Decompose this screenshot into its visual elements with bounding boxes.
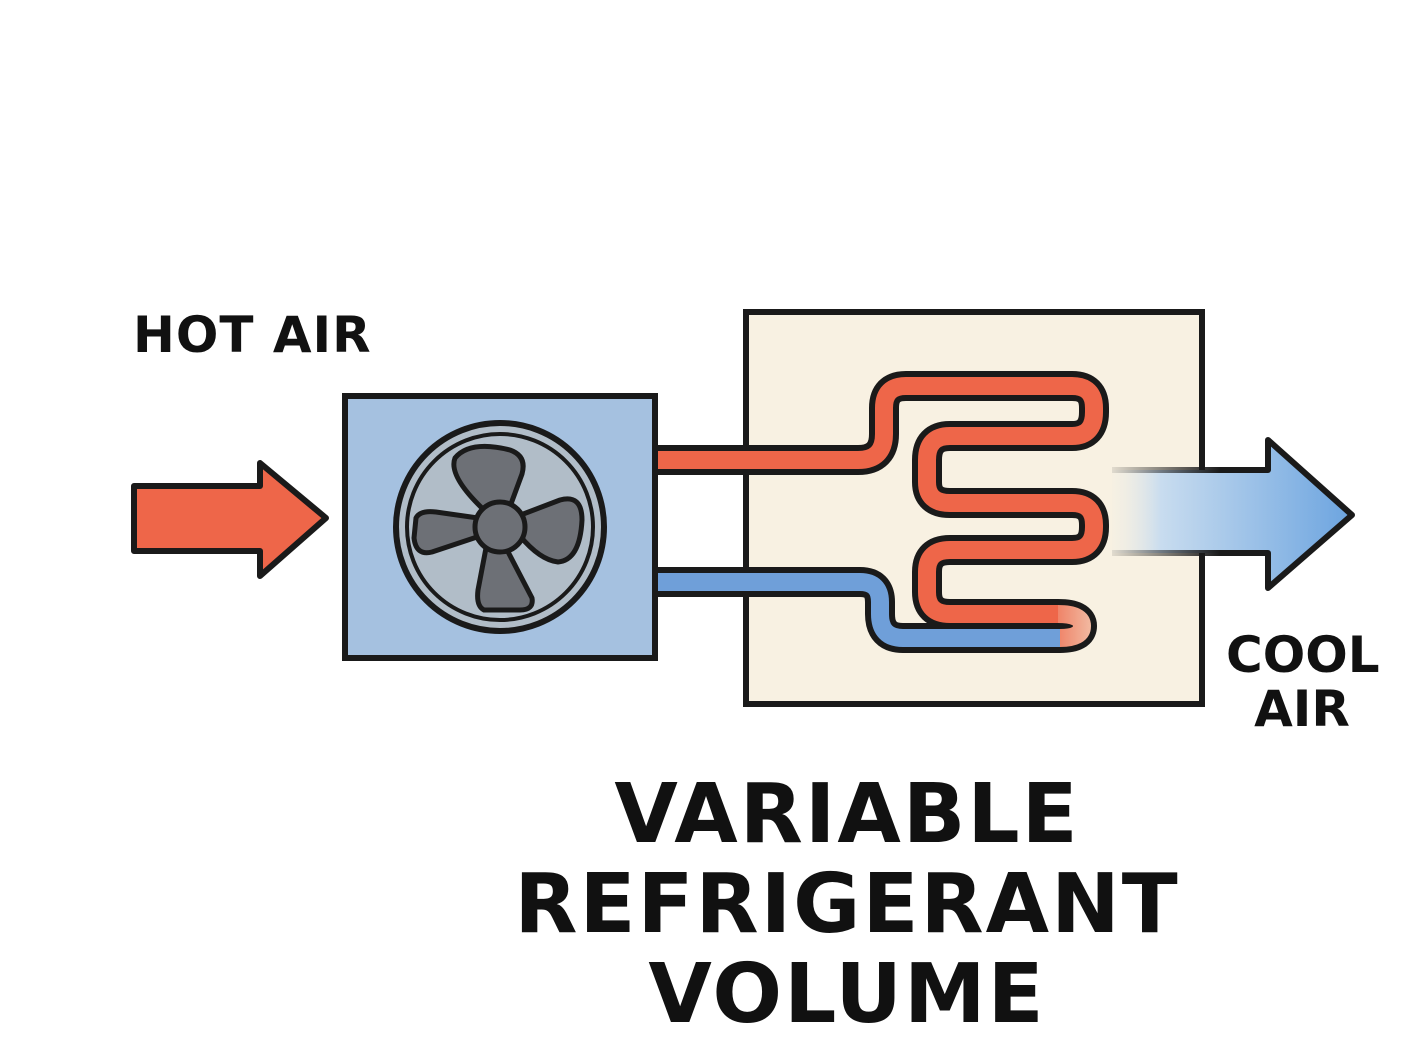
diagram-title: VARIABLE REFRIGERANT VOLUME	[340, 770, 1354, 1040]
cool-air-label-line1: COOL	[1226, 626, 1380, 684]
hot-air-label: HOT AIR	[133, 306, 372, 364]
cool-air-label-line2: AIR	[1254, 680, 1350, 738]
cool-air-arrow	[1112, 437, 1355, 591]
refrigerant-line-hot	[655, 371, 1109, 629]
outdoor-unit	[342, 393, 658, 661]
refrigerant-coil-return	[655, 567, 1097, 653]
fan-icon	[393, 420, 607, 634]
hot-air-arrow	[131, 460, 329, 579]
arrow-right-icon	[131, 460, 329, 579]
cool-air-label: COOL AIR	[1226, 626, 1380, 738]
diagram-title-line2: VOLUME	[648, 947, 1046, 1042]
diagram-title-line1: VARIABLE REFRIGERANT	[514, 767, 1180, 952]
